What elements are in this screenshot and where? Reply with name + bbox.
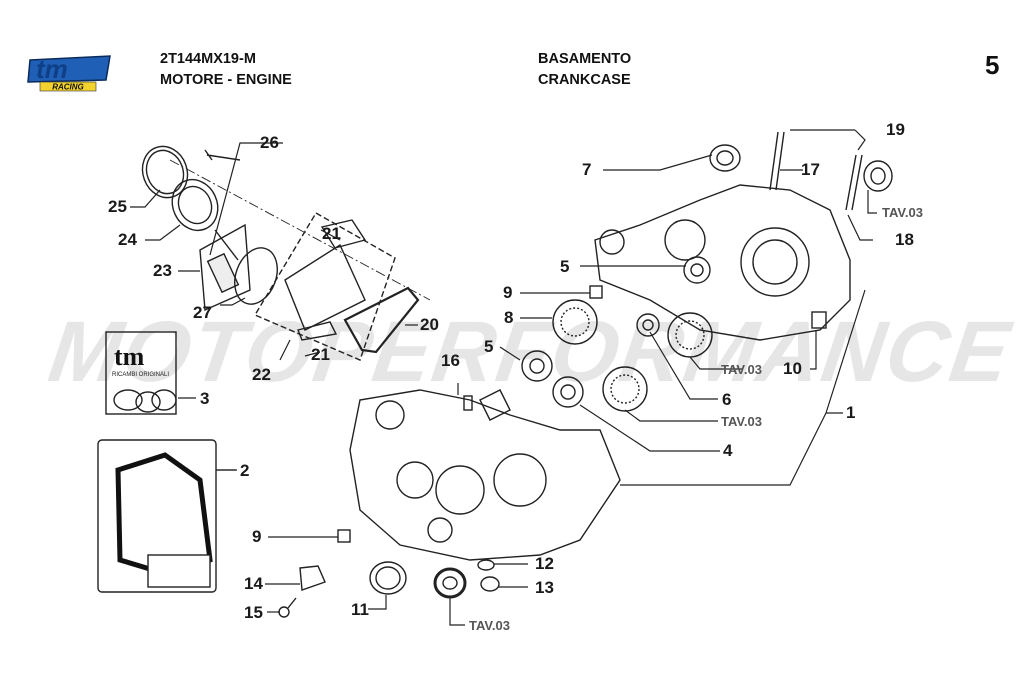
callout-5-lower: 5 (484, 337, 494, 356)
callout-12: 12 (535, 554, 554, 573)
callout-3: 3 (200, 389, 210, 408)
screw-16 (463, 395, 473, 411)
dowel-9-upper (589, 285, 603, 299)
callout-16: 16 (441, 351, 460, 370)
crankcase-right-half (594, 184, 851, 341)
callout-21-lower: 21 (311, 345, 330, 364)
reference-tav03-lower: TAV.03 (721, 414, 762, 429)
callout-26: 26 (260, 133, 279, 152)
screw-15 (278, 597, 297, 618)
logo-text: tm (36, 54, 68, 84)
reed-gasket (343, 286, 420, 354)
callout-9-upper: 9 (503, 283, 513, 302)
dowel-9-lower (337, 529, 351, 543)
bearing-4 (552, 376, 584, 408)
callout-24: 24 (118, 230, 137, 249)
tm-racing-logo: tm RACING (26, 52, 112, 92)
callout-14: 14 (244, 574, 263, 593)
seal-tav-bottom (433, 567, 467, 599)
callout-1: 1 (846, 403, 856, 422)
oil-seal-tav-right (863, 160, 893, 192)
callout-20: 20 (420, 315, 439, 334)
bolt (204, 149, 241, 161)
stud-17 (769, 131, 785, 191)
callout-13: 13 (535, 578, 554, 597)
page-number: 5 (985, 50, 1000, 80)
callout-15: 15 (244, 603, 263, 622)
kit-ricambi: RICAMBI ORIGINALI (112, 372, 170, 378)
callout-17: 17 (801, 160, 820, 179)
reference-tav03-center: TAV.03 (721, 362, 762, 377)
kit-brand: tm (114, 342, 145, 371)
callout-9-lower: 9 (252, 527, 262, 546)
plug-13 (480, 576, 500, 592)
reference-tav03-bottom: TAV.03 (469, 618, 510, 633)
stud-18 (845, 154, 863, 211)
model-code: 2T144MX19-M (160, 51, 256, 67)
gasket-kit (97, 439, 217, 593)
intake-manifold (199, 223, 251, 312)
bearing-tav-center (667, 312, 713, 358)
callout-8: 8 (504, 308, 514, 327)
oil-seal-7 (709, 144, 741, 172)
crankcase-left-half (349, 389, 621, 561)
bearing-8 (552, 299, 598, 345)
o-ring (234, 247, 278, 305)
callout-4: 4 (723, 441, 733, 460)
callout-22: 22 (252, 365, 271, 384)
reference-tav03-right: TAV.03 (882, 205, 923, 220)
intake-boot (171, 178, 239, 261)
bearing-tav-lower (602, 366, 648, 412)
callout-11: 11 (351, 600, 369, 619)
callout-5-upper: 5 (560, 257, 570, 276)
group-title: MOTORE - ENGINE (160, 72, 292, 88)
dowel-10 (811, 311, 827, 329)
oil-seal-kit (105, 331, 177, 415)
logo-sub: RACING (52, 83, 84, 92)
callout-7: 7 (582, 160, 592, 179)
section-title-it: BASAMENTO (538, 51, 632, 67)
hose-clamp (141, 145, 189, 199)
callout-21-upper: 21 (322, 224, 341, 243)
bearing-5-lower (521, 350, 553, 382)
callout-6: 6 (722, 390, 732, 409)
callout-19: 19 (886, 120, 905, 139)
callout-18: 18 (895, 230, 914, 249)
section-title-en: CRANKCASE (538, 72, 631, 88)
seal-6 (636, 313, 660, 337)
callout-25: 25 (108, 197, 127, 216)
callout-2: 2 (240, 461, 250, 480)
bracket-14 (299, 565, 326, 591)
callout-10: 10 (783, 359, 802, 378)
washer-12 (477, 559, 495, 571)
seal-11 (369, 561, 407, 595)
callout-23: 23 (153, 261, 172, 280)
callout-27: 27 (193, 303, 212, 322)
reed-valve-assembly (253, 212, 396, 361)
bearing-5-upper (683, 256, 711, 284)
